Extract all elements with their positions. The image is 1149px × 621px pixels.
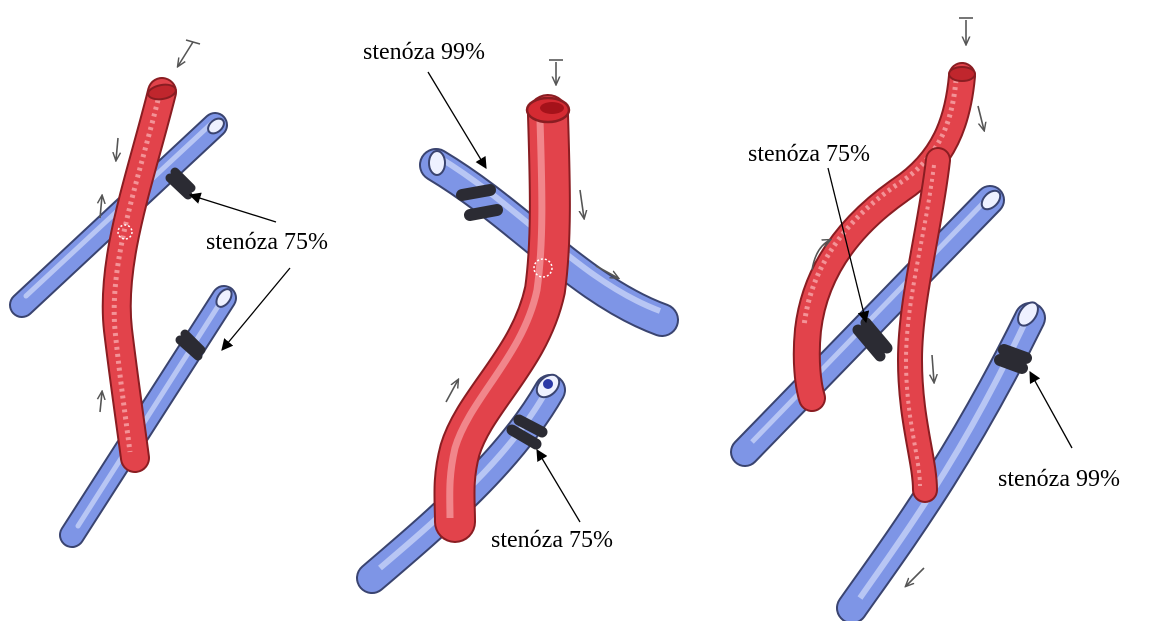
panel3-lower-stenosis-mark [1000,350,1026,368]
panel1-stenosis-label: stenóza 75% [206,230,328,254]
panel1-pointer-upper [190,195,276,222]
panel1-lower-vein [72,286,235,535]
panel-1 [22,40,290,535]
panel2-pointer-lower [537,450,580,522]
panel1-upper-stenosis-mark [170,172,191,195]
panel3-artery-right-branch [906,160,938,490]
panel2-bottom-stenosis-label: stenóza 75% [491,528,613,552]
panel3-right-stenosis-label: stenóza 99% [998,467,1120,491]
panel-2 [372,60,662,578]
panel3-left-stenosis-label: stenóza 75% [748,142,870,166]
panel3-pointer-right [1030,372,1072,448]
panel-3 [745,18,1072,608]
panel2-top-stenosis-label: stenóza 99% [363,40,485,64]
